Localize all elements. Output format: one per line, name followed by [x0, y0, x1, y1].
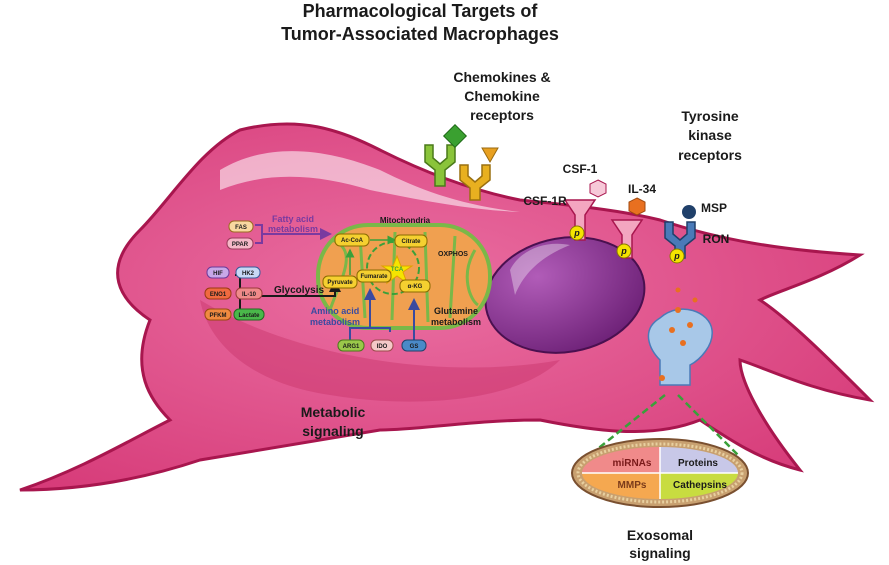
glycolysis-label: Glycolysis: [274, 285, 324, 296]
badge-fumarate-label: Fumarate: [360, 274, 388, 280]
zoom-line-right: [677, 394, 739, 456]
tyrosine-label-2: kinase: [688, 127, 732, 143]
exosomal-label-1: Exosomal: [627, 527, 693, 543]
badge-citrate: [394, 234, 428, 248]
p-badge-il34: p: [620, 246, 627, 256]
glutamine-label-1: Glutamine: [434, 306, 478, 316]
cell-inner-shadow: [200, 300, 560, 402]
glutamine-label-2: metabolism: [431, 317, 481, 327]
nucleus-highlight: [510, 243, 570, 295]
chemokines-label-1: Chemokines &: [453, 69, 550, 85]
badge-pfkm: [204, 308, 232, 321]
badge-akg-label: α-KG: [408, 284, 423, 290]
nucleus: [484, 236, 646, 354]
p-badge-csf1r: p: [573, 228, 580, 238]
badge-lactate-label: Lactate: [238, 313, 260, 319]
tyrosine-label-3: receptors: [678, 147, 742, 163]
ron-label: RON: [703, 232, 730, 246]
badge-ppar: [226, 237, 254, 250]
fatty-acid-label-1: Fatty acid: [272, 214, 314, 224]
amino-acid-label-1: Amino acid: [311, 306, 360, 316]
title-line-1: Pharmacological Targets of: [303, 1, 539, 21]
badge-eno1: [204, 287, 232, 300]
badge-hk2: [235, 266, 261, 279]
badge-hif: [206, 266, 230, 279]
badge-il10: [235, 287, 263, 300]
tca-label: TCA: [391, 267, 404, 273]
exosome-cathepsins: Cathepsins: [673, 480, 727, 491]
badge-pyruvate-label: Pyruvate: [327, 280, 353, 286]
badge-citrate-label: Citrate: [401, 239, 421, 245]
msp-label: MSP: [701, 201, 727, 215]
csf1r-label: CSF-1R: [523, 194, 567, 208]
badge-accoa-label: Ac-CoA: [341, 238, 364, 244]
metabolic-label-1: Metabolic: [301, 404, 366, 420]
chemokines-label-3: receptors: [470, 107, 534, 123]
badge-lactate: [233, 308, 265, 321]
badge-arg1-label: ARG1: [343, 344, 360, 350]
badge-fas: [228, 220, 254, 233]
badge-gs-label: GS: [410, 344, 419, 350]
badge-arg1: [337, 339, 365, 352]
mitochondria-label: Mitochondria: [380, 216, 431, 225]
exosome-enlarged: [571, 438, 749, 508]
fatty-acid-bracket: [255, 225, 330, 243]
chemokine-receptor-green: [424, 123, 468, 187]
exosomal-label-2: signaling: [629, 545, 690, 561]
p-badge-ron: p: [673, 251, 680, 261]
title-line-2: Tumor-Associated Macrophages: [281, 24, 559, 44]
il34-receptor: [610, 197, 646, 259]
badge-eno1-label: ENO1: [210, 292, 227, 298]
badge-ppar-label: PPAR: [232, 242, 249, 248]
cell-membrane-highlight: [220, 151, 520, 212]
badge-pfkm-label: PFKM: [210, 313, 227, 319]
fatty-acid-label-2: metabolism: [268, 224, 318, 234]
badge-akg: [399, 279, 431, 293]
amino-acid-arrows: [349, 290, 391, 340]
oxphos-label: OXPHOS: [438, 251, 468, 258]
zoom-line-left: [589, 394, 666, 456]
amino-acid-label-2: metabolism: [310, 317, 360, 327]
badge-pyruvate: [322, 275, 358, 289]
csf1-label: CSF-1: [563, 162, 598, 176]
badge-accoa: [334, 233, 370, 247]
badge-fumarate: [356, 269, 392, 283]
il34-label: IL-34: [628, 182, 656, 196]
chemokines-label-2: Chemokine: [464, 88, 540, 104]
badge-hif-label: HIF: [213, 271, 223, 277]
badge-ido-label: IDO: [377, 344, 388, 350]
ron-receptor: [664, 205, 696, 264]
csf1r-receptor: [563, 179, 607, 241]
badge-il10-label: IL-10: [242, 292, 257, 298]
exosome-proteins: Proteins: [678, 458, 718, 469]
exosome-mmps: MMPs: [618, 480, 647, 491]
badge-hk2-label: HK2: [242, 271, 255, 277]
metabolic-label-2: signaling: [302, 423, 363, 439]
badge-gs: [401, 339, 427, 352]
chemokine-receptor-gold: [459, 147, 499, 201]
tyrosine-label-1: Tyrosine: [681, 108, 739, 124]
badge-ido: [370, 339, 394, 352]
exosome-budding: [647, 287, 713, 386]
exosome-mirnas: miRNAs: [613, 458, 652, 469]
badge-fas-label: FAS: [235, 225, 247, 231]
